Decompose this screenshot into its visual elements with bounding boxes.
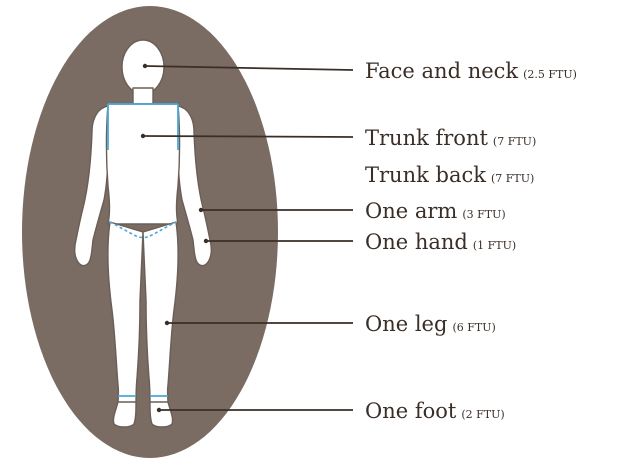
label-one-arm: One arm(3 FTU) [365,199,506,223]
left-foot [113,402,136,427]
label-trunk-front: Trunk front(7 FTU) [365,126,536,150]
leader-trunk [143,136,353,137]
torso [107,104,180,224]
label-face-neck: Face and neck(2.5 FTU) [365,59,577,83]
neck [133,88,153,104]
label-one-foot: One foot(2 FTU) [365,399,505,423]
labels: Face and neck(2.5 FTU) Trunk front(7 FTU… [365,59,577,423]
label-trunk-back: Trunk back(7 FTU) [365,163,534,187]
label-one-hand: One hand(1 FTU) [365,230,516,254]
label-one-leg: One leg(6 FTU) [365,312,496,336]
right-foot [150,402,173,427]
